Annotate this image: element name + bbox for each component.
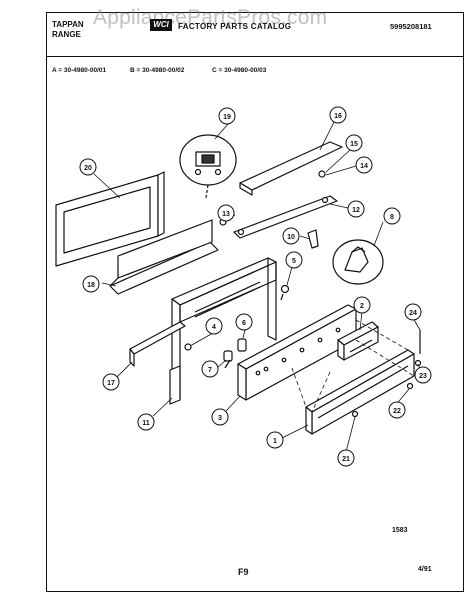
callout-23: 23 (414, 366, 432, 384)
callout-5: 5 (285, 251, 303, 269)
callout-10: 10 (282, 227, 300, 245)
variant-c: C = 30-4980-00/03 (212, 67, 267, 74)
svg-text:14: 14 (360, 163, 368, 170)
part-window-panel (55, 171, 165, 267)
callouts: 1 2 3 4 5 6 7 8 10 11 12 13 14 15 16 17 … (79, 106, 432, 467)
svg-text:1: 1 (273, 438, 277, 445)
callout-17: 17 (102, 373, 120, 391)
svg-text:8: 8 (390, 214, 394, 221)
svg-text:23: 23 (419, 373, 427, 380)
svg-text:24: 24 (409, 310, 417, 317)
part-knob-detail (332, 239, 384, 285)
svg-text:7: 7 (208, 367, 212, 374)
svg-text:6: 6 (242, 320, 246, 327)
wci-logo: WCI (150, 19, 172, 31)
callout-13: 13 (217, 204, 235, 222)
catalog-title: FACTORY PARTS CATALOG (178, 22, 292, 31)
svg-text:19: 19 (223, 114, 231, 121)
part-fastener (223, 350, 233, 369)
callout-8: 8 (383, 207, 401, 225)
leader-lines (93, 121, 421, 453)
diagram-code: 1583 (392, 527, 408, 534)
callout-2: 2 (353, 296, 371, 314)
svg-text:21: 21 (342, 456, 350, 463)
svg-text:22: 22 (393, 408, 401, 415)
callout-4: 4 (205, 317, 223, 335)
part-backguard-frame (171, 257, 277, 401)
part-screw (280, 284, 290, 301)
part-trim-bracket (109, 219, 219, 295)
svg-text:15: 15 (350, 141, 358, 148)
part-side-strip (129, 321, 186, 367)
svg-text:5: 5 (292, 258, 296, 265)
callout-12: 12 (347, 200, 365, 218)
part-front-trim (305, 349, 415, 435)
page-label: F9 (238, 567, 249, 577)
svg-text:17: 17 (107, 380, 115, 387)
variant-a: A = 30-4980-00/01 (52, 67, 107, 74)
catalog-number: 5995208181 (390, 22, 432, 31)
svg-text:2: 2 (360, 303, 364, 310)
svg-text:4: 4 (212, 324, 216, 331)
callout-16: 16 (329, 106, 347, 124)
svg-text:3: 3 (218, 415, 222, 422)
svg-text:20: 20 (84, 165, 92, 172)
callout-24: 24 (404, 303, 422, 321)
svg-text:11: 11 (142, 420, 150, 427)
callout-22: 22 (388, 401, 406, 419)
callout-21: 21 (337, 449, 355, 467)
callout-20: 20 (79, 158, 97, 176)
callout-18: 18 (82, 275, 100, 293)
part-control-panel (237, 304, 357, 401)
part-top-trim (239, 141, 343, 196)
callout-14: 14 (355, 156, 373, 174)
page-frame (46, 12, 464, 592)
callout-3: 3 (211, 408, 229, 426)
callout-1: 1 (266, 431, 284, 449)
revision-date: 4/91 (418, 566, 432, 573)
variant-b: B = 30-4980-00/02 (130, 67, 185, 74)
product-type: RANGE (52, 30, 81, 39)
part-end-cap (169, 365, 181, 405)
svg-text:18: 18 (87, 282, 95, 289)
part-inset-clock (179, 134, 237, 199)
svg-text:12: 12 (352, 207, 360, 214)
part-bottom-rail (233, 195, 338, 239)
brand-name: TAPPAN (52, 20, 84, 29)
alignment-lines (291, 319, 415, 413)
part-clip (307, 229, 319, 249)
callout-19: 19 (218, 107, 236, 125)
callout-11: 11 (137, 413, 155, 431)
brand-block: TAPPAN RANGE (52, 20, 84, 40)
svg-text:13: 13 (222, 211, 230, 218)
svg-text:10: 10 (287, 234, 295, 241)
header-divider (46, 56, 464, 57)
part-grommet (237, 338, 247, 352)
part-switch-block (337, 321, 379, 361)
callout-6: 6 (235, 313, 253, 331)
callout-15: 15 (345, 134, 363, 152)
callout-7: 7 (201, 360, 219, 378)
svg-text:16: 16 (334, 113, 342, 120)
